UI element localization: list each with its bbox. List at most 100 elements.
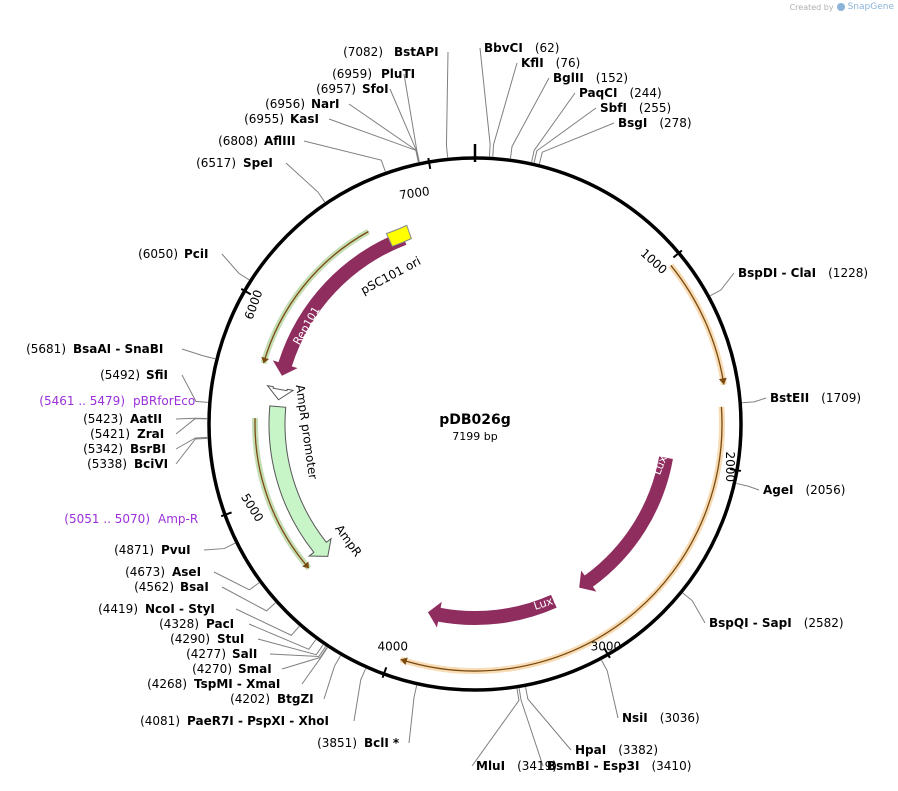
site-label-sbfi[interactable]: SbfI(255) xyxy=(600,101,671,115)
site-name: BsgI xyxy=(618,116,647,130)
site-leader-afliii xyxy=(303,140,386,172)
site-name: PaeR7I - PspXI - XhoI xyxy=(187,714,329,728)
site-label-hpai[interactable]: HpaI(3382) xyxy=(575,743,658,757)
tick-mark-2000 xyxy=(729,468,742,472)
site-label-sali[interactable]: (4277)SalI xyxy=(186,647,257,661)
site-label-paqci[interactable]: PaqCI(244) xyxy=(579,86,662,100)
site-label-nsii[interactable]: NsiI(3036) xyxy=(622,711,700,725)
site-position: (3382) xyxy=(618,743,658,757)
site-label-nari[interactable]: (6956)NarI xyxy=(265,97,339,111)
site-position: (6957) xyxy=(316,82,356,96)
site-label-sfoi[interactable]: (6957) SfoI xyxy=(316,82,388,96)
site-leader-mlui xyxy=(471,688,520,767)
site-leader-zrai xyxy=(175,418,208,435)
feature-arrow-luxa[interactable] xyxy=(579,456,673,592)
primer-label-amp-r[interactable]: (5051 .. 5070)Amp-R xyxy=(64,512,198,526)
site-leader-tspmi-xmai xyxy=(301,647,328,685)
site-leader-asei xyxy=(213,571,260,591)
site-label-btgzi[interactable]: (4202)BtgZI xyxy=(230,692,314,706)
site-label-tspmi-xmai[interactable]: (4268)TspMI - XmaI xyxy=(147,677,280,691)
site-label-bspdi-clai[interactable]: BspDI - ClaI(1228) xyxy=(738,266,868,280)
site-leader-kasi xyxy=(328,118,419,163)
site-name: PacI xyxy=(206,617,234,631)
site-label-smai[interactable]: (4270)SmaI xyxy=(192,662,272,676)
site-label-pluti[interactable]: (6959)PluTI xyxy=(332,67,415,81)
feature-arrow-ampr[interactable] xyxy=(268,405,332,557)
site-name: BciVI xyxy=(134,457,168,471)
site-label-bcli[interactable]: (3851)BclI* xyxy=(317,736,400,750)
site-name: BstAPI xyxy=(394,45,439,59)
site-leader-bglii xyxy=(509,77,550,159)
plasmid-name: pDB026g xyxy=(439,412,511,428)
site-position: (4268) xyxy=(147,677,187,691)
site-label-pcii[interactable]: (6050)PciI xyxy=(138,247,208,261)
site-leader-bbvci xyxy=(479,47,491,157)
primer-range: (5461 .. 5479) xyxy=(39,394,125,408)
site-leader-bspdi-clai xyxy=(710,272,735,297)
site-label-paer7i-pspxi-xhoi[interactable]: (4081)PaeR7I - PspXI - XhoI xyxy=(140,714,329,728)
feature-arrow-psc101-ori[interactable] xyxy=(385,224,412,247)
site-leader-pvui xyxy=(203,542,236,551)
tick-label-3000: 3000 xyxy=(591,640,622,654)
site-leader-lines xyxy=(175,47,767,767)
site-leader-sfii xyxy=(181,374,208,403)
site-position: (1228) xyxy=(828,266,868,280)
site-label-stui[interactable]: (4290)StuI xyxy=(170,632,244,646)
site-label-bstapi[interactable]: (7082) BstAPI xyxy=(343,45,438,59)
site-leader-kfli xyxy=(492,62,518,157)
site-leader-bsgi xyxy=(538,122,615,164)
site-label-afliii[interactable]: (6808)AflIII xyxy=(218,134,295,148)
site-label-aatii[interactable]: (5423)AatII xyxy=(83,412,162,426)
site-position: (4328) xyxy=(159,617,199,631)
site-label-bsgi[interactable]: BsgI(278) xyxy=(618,116,692,130)
site-label-kfli[interactable]: KflI(76) xyxy=(521,56,580,70)
site-name: NsiI xyxy=(622,711,648,725)
site-position: (76) xyxy=(556,56,581,70)
site-label-paci[interactable]: (4328) PacI xyxy=(159,617,234,631)
site-leader-bsteii xyxy=(742,397,767,404)
site-name: SfiI xyxy=(146,368,168,382)
site-label-bsteii[interactable]: BstEII(1709) xyxy=(770,391,861,405)
orf-arrowhead-0 xyxy=(718,377,727,385)
site-name: PaqCI xyxy=(579,86,617,100)
site-name: SalI xyxy=(232,647,257,661)
site-label-bcivi[interactable]: (5338)BciVI xyxy=(87,457,168,471)
site-label-kasi[interactable]: (6955)KasI xyxy=(244,112,319,126)
site-label-ncoi-styi[interactable]: (4419)NcoI - StyI xyxy=(98,602,215,616)
tick-label-1000: 1000 xyxy=(638,246,670,277)
site-position: (5421) xyxy=(90,427,130,441)
site-leader-paer7i-pspxi-xhoi xyxy=(353,668,367,722)
site-label-mlui[interactable]: MluI (3419) xyxy=(476,759,557,773)
site-label-asei[interactable]: (4673)AseI xyxy=(125,565,201,579)
orf-arrowhead-3 xyxy=(302,561,309,569)
site-leader-sali xyxy=(269,646,327,657)
site-label-agei[interactable]: AgeI(2056) xyxy=(763,483,845,497)
feature-arrow-luxb[interactable] xyxy=(427,594,557,628)
site-label-bsai[interactable]: (4562)BsaI xyxy=(134,580,209,594)
site-position: (3419) xyxy=(517,759,557,773)
site-label-bbvci[interactable]: BbvCI(62) xyxy=(484,41,559,55)
site-leader-bspqi-sapi xyxy=(682,592,706,624)
orf-arrowhead-1 xyxy=(400,657,408,666)
site-label-bsaai-snabi[interactable]: (5681)BsaAI - SnaBI xyxy=(26,342,163,356)
site-name: PluTI xyxy=(381,67,415,81)
site-leader-paqci xyxy=(531,92,576,163)
site-position: (7082) xyxy=(343,45,383,59)
site-name: MluI xyxy=(476,759,505,773)
site-label-pvui[interactable]: (4871)PvuI xyxy=(114,543,191,557)
site-label-spei[interactable]: (6517)SpeI xyxy=(196,156,273,170)
site-position: (5492) xyxy=(100,368,140,382)
site-label-bsmbi-esp3i[interactable]: BsmBI - Esp3I(3410) xyxy=(547,759,691,773)
feature-arrow-ampr-promoter[interactable] xyxy=(266,384,295,401)
site-name: SfoI xyxy=(362,82,389,96)
site-label-sfii[interactable]: (5492) SfiI xyxy=(100,368,168,382)
site-leader-bcivi xyxy=(175,437,208,465)
site-label-bglii[interactable]: BglII(152) xyxy=(553,71,628,85)
site-label-bsrbi[interactable]: (5342)BsrBI xyxy=(83,442,166,456)
site-label-bspqi-sapi[interactable]: BspQI - SapI(2582) xyxy=(709,616,844,630)
tick-label-2000: 2000 xyxy=(723,452,737,483)
primer-label-pbrforeco[interactable]: (5461 .. 5479)pBRforEco xyxy=(39,394,195,408)
site-position: (5681) xyxy=(26,342,66,356)
site-label-zrai[interactable]: (5421)ZraI xyxy=(90,427,164,441)
site-position: (4419) xyxy=(98,602,138,616)
